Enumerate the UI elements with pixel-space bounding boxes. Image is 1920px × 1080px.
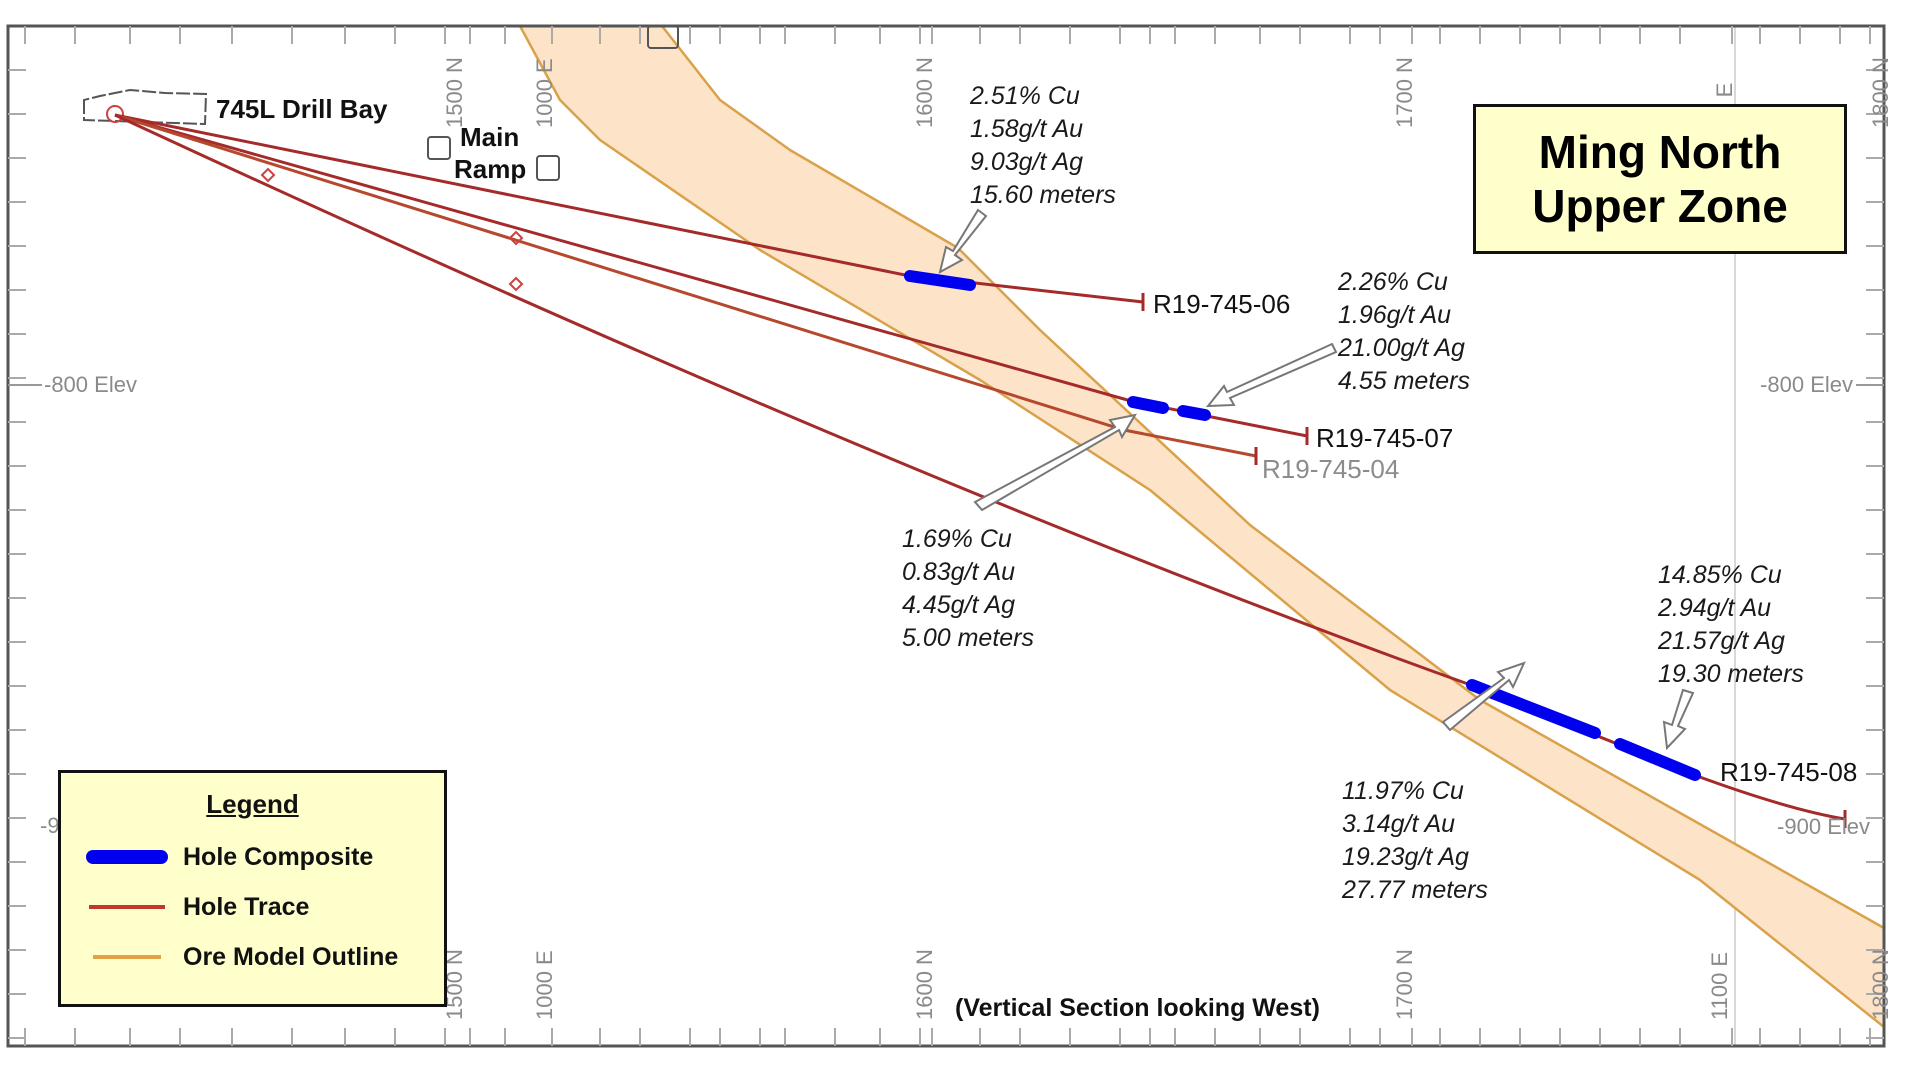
arrow-icon bbox=[938, 208, 988, 274]
svg-text:4.45g/t Ag: 4.45g/t Ag bbox=[902, 591, 1015, 619]
svg-text:21.00g/t Ag: 21.00g/t Ag bbox=[1337, 334, 1465, 362]
callout-arrows bbox=[938, 208, 1695, 751]
title-box: Ming North Upper Zone bbox=[1473, 104, 1847, 254]
axis-label-right-800: -800 Elev bbox=[1760, 372, 1853, 397]
title-line-2: Upper Zone bbox=[1532, 180, 1788, 232]
svg-text:21.57g/t Ag: 21.57g/t Ag bbox=[1657, 627, 1785, 655]
plot-frame bbox=[6, 24, 1886, 1048]
hole-end-markers bbox=[1141, 293, 1847, 828]
title-line-1: Ming North bbox=[1538, 126, 1782, 178]
composite-r19-745-07-b bbox=[1177, 405, 1211, 421]
axis-label: 1800 N bbox=[1868, 57, 1893, 128]
depth-markers bbox=[260, 167, 524, 292]
axis-label: 1800 N bbox=[1868, 949, 1893, 1020]
svg-text:14.85% Cu: 14.85% Cu bbox=[1658, 561, 1782, 589]
axis-label: 1000 E bbox=[532, 950, 557, 1020]
outline-swatch-icon bbox=[93, 955, 161, 959]
legend: Legend Hole Composite Hole Trace Ore Mod… bbox=[58, 770, 447, 1007]
axis-label: 1700 N bbox=[1392, 57, 1417, 128]
svg-text:11.97% Cu: 11.97% Cu bbox=[1342, 777, 1464, 805]
axis-label: 1100 E bbox=[1707, 952, 1732, 1020]
assay-annotation: 1.69% Cu 0.83g/t Au 4.45g/t Ag 5.00 mete… bbox=[902, 525, 1034, 652]
hole-label: R19-745-08 bbox=[1720, 757, 1857, 787]
svg-text:2.94g/t Au: 2.94g/t Au bbox=[1657, 594, 1771, 622]
main-ramp-label-2: Ramp bbox=[454, 154, 526, 184]
axis-ticks bbox=[8, 26, 1884, 1046]
drill-collar-icon bbox=[106, 105, 124, 123]
composite-r19-745-07-a bbox=[1127, 396, 1169, 414]
section-caption: (Vertical Section looking West) bbox=[955, 994, 1320, 1022]
ramp-outline-icon bbox=[427, 136, 451, 160]
svg-text:19.30 meters: 19.30 meters bbox=[1658, 660, 1804, 688]
drill-bay-label: 745L Drill Bay bbox=[216, 94, 388, 124]
axis-label-left-900: -9 bbox=[40, 813, 60, 838]
arrow-icon bbox=[973, 413, 1138, 512]
composite-r19-745-06 bbox=[904, 270, 976, 291]
hole-trace-r19-745-08 bbox=[114, 113, 1846, 821]
assay-annotation: 2.51% Cu 1.58g/t Au 9.03g/t Ag 15.60 met… bbox=[969, 82, 1116, 209]
svg-text:5.00 meters: 5.00 meters bbox=[902, 624, 1034, 652]
legend-item-hole-trace: Hole Trace bbox=[85, 887, 309, 927]
svg-text:3.14g/t Au: 3.14g/t Au bbox=[1342, 810, 1455, 838]
svg-text:4.55 meters: 4.55 meters bbox=[1338, 367, 1470, 395]
svg-text:9.03g/t Ag: 9.03g/t Ag bbox=[970, 148, 1083, 176]
axis-label-left-800: -800 Elev bbox=[44, 372, 137, 397]
assay-annotation: 11.97% Cu 3.14g/t Au 19.23g/t Ag 27.77 m… bbox=[1341, 777, 1488, 904]
svg-text:1.58g/t Au: 1.58g/t Au bbox=[970, 115, 1083, 143]
axis-label: 1600 N bbox=[912, 949, 937, 1020]
legend-item-ore-outline: Ore Model Outline bbox=[85, 937, 398, 977]
svg-text:15.60 meters: 15.60 meters bbox=[970, 181, 1116, 209]
hole-label: R19-745-07 bbox=[1316, 423, 1453, 453]
trace-swatch-icon bbox=[89, 905, 165, 909]
main-ramp-label-1: Main bbox=[460, 122, 519, 152]
svg-text:27.77 meters: 27.77 meters bbox=[1341, 876, 1488, 904]
bottom-axis-labels: 1500 N 1000 E 1600 N 1700 N 1100 E 1800 … bbox=[442, 949, 1893, 1020]
legend-item-hole-composite: Hole Composite bbox=[85, 837, 373, 877]
svg-text:0.83g/t Au: 0.83g/t Au bbox=[902, 558, 1015, 586]
svg-text:1.96g/t Au: 1.96g/t Au bbox=[1338, 301, 1451, 329]
svg-text:2.26% Cu: 2.26% Cu bbox=[1337, 268, 1448, 296]
arrow-icon bbox=[1441, 661, 1526, 732]
hole-label: R19-745-06 bbox=[1153, 289, 1290, 319]
legend-title: Legend bbox=[206, 789, 299, 819]
axis-label: 1500 N bbox=[442, 57, 467, 128]
assay-annotation: 2.26% Cu 1.96g/t Au 21.00g/t Ag 4.55 met… bbox=[1337, 268, 1470, 395]
composite-r19-745-08-b bbox=[1614, 738, 1701, 781]
hole-label: R19-745-04 bbox=[1262, 454, 1399, 484]
axis-label: 1700 N bbox=[1392, 949, 1417, 1020]
arrow-icon bbox=[1662, 688, 1695, 751]
axis-label: 1000 E bbox=[532, 58, 557, 128]
arrow-icon bbox=[1205, 342, 1338, 408]
composite-swatch-icon bbox=[86, 850, 168, 864]
assay-annotation: 14.85% Cu 2.94g/t Au 21.57g/t Ag 19.30 m… bbox=[1657, 561, 1804, 688]
svg-text:1.69% Cu: 1.69% Cu bbox=[902, 525, 1012, 553]
ramp-outline-icon bbox=[536, 155, 560, 181]
axis-label: 1600 N bbox=[912, 57, 937, 128]
svg-text:2.51% Cu: 2.51% Cu bbox=[969, 82, 1080, 110]
axis-label-right-900: -900 Elev bbox=[1777, 814, 1870, 839]
svg-text:19.23g/t Ag: 19.23g/t Ag bbox=[1342, 843, 1469, 871]
drill-bay-outline bbox=[83, 88, 208, 126]
